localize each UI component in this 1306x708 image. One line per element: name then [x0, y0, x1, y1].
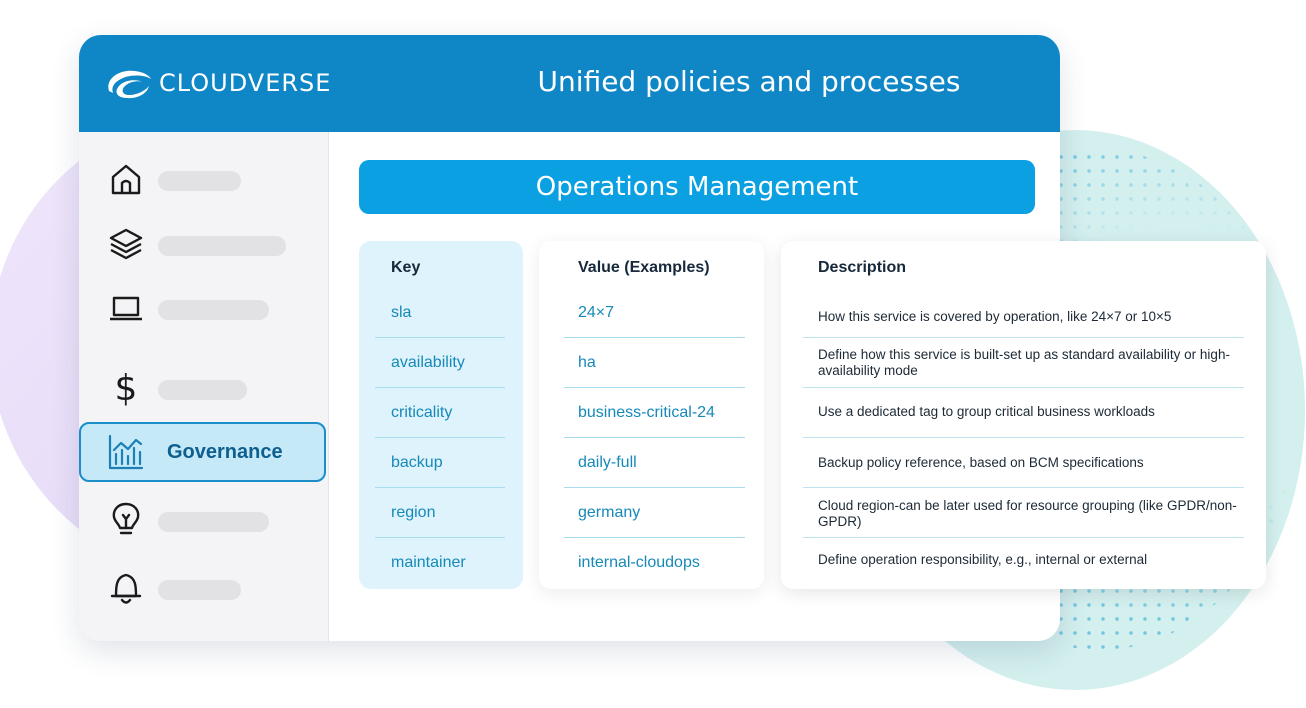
- dollar-icon: $: [114, 367, 138, 409]
- table-row: business-critical-24: [539, 388, 764, 438]
- table-row: sla: [359, 288, 523, 338]
- description-column-card: Description How this service is covered …: [781, 241, 1266, 589]
- sidebar-item-home[interactable]: [79, 149, 328, 209]
- table-row: Define operation responsibility, e.g., i…: [781, 538, 1266, 588]
- description-cell: Backup policy reference, based on BCM sp…: [818, 455, 1144, 470]
- table-row: Backup policy reference, based on BCM sp…: [781, 438, 1266, 488]
- row-divider: [375, 537, 505, 538]
- description-cell: Define operation responsibility, e.g., i…: [818, 552, 1148, 567]
- sidebar-item-label-placeholder: [158, 236, 286, 256]
- sidebar-item-ideas[interactable]: [79, 490, 328, 550]
- key-cell: backup: [391, 454, 443, 471]
- key-cell: sla: [391, 304, 412, 321]
- key-column-card: Key sla availability criticality backup …: [359, 241, 523, 589]
- sidebar-item-notifications[interactable]: [79, 558, 328, 618]
- description-cell: Cloud region-can be later used for resou…: [818, 498, 1237, 529]
- bell-icon: [106, 568, 146, 608]
- row-divider: [375, 387, 505, 388]
- key-cell: maintainer: [391, 554, 466, 571]
- brand-name: CLOUDVERSE: [159, 69, 332, 97]
- column-header-value: Value (Examples): [578, 259, 710, 276]
- app-header: CLOUDVERSE Unified policies and processe…: [79, 35, 1060, 132]
- row-divider: [803, 387, 1244, 388]
- value-column-card: Value (Examples) 24×7 ha business-critic…: [539, 241, 764, 589]
- key-cell: region: [391, 504, 436, 521]
- row-divider: [564, 487, 745, 488]
- value-cell: internal-cloudops: [578, 554, 700, 571]
- table-row: How this service is covered by operation…: [781, 288, 1266, 338]
- sidebar-item-label-placeholder: [158, 580, 241, 600]
- lightbulb-icon: [106, 500, 146, 540]
- row-divider: [375, 437, 505, 438]
- description-cell: Use a dedicated tag to group critical bu…: [818, 404, 1155, 419]
- row-divider: [803, 487, 1244, 488]
- table-row: Define how this service is built-set up …: [781, 338, 1266, 388]
- table-row: 24×7: [539, 288, 764, 338]
- sidebar-item-label: Governance: [167, 441, 283, 463]
- table-row: backup: [359, 438, 523, 488]
- table-row: daily-full: [539, 438, 764, 488]
- sidebar-item-governance[interactable]: Governance: [79, 422, 326, 482]
- row-divider: [564, 337, 745, 338]
- sidebar: $ Governance: [79, 132, 329, 641]
- layers-icon: [106, 224, 146, 264]
- sidebar-item-devices[interactable]: [79, 278, 328, 338]
- table-row: Use a dedicated tag to group critical bu…: [781, 388, 1266, 438]
- key-cell: criticality: [391, 404, 453, 421]
- table-row: internal-cloudops: [539, 538, 764, 588]
- sidebar-item-label-placeholder: [158, 300, 269, 320]
- description-cell: Define how this service is built-set up …: [818, 347, 1230, 378]
- row-divider: [803, 337, 1244, 338]
- cloudverse-logo-icon: [108, 70, 151, 99]
- key-cell: availability: [391, 354, 465, 371]
- table-row: criticality: [359, 388, 523, 438]
- table-row: maintainer: [359, 538, 523, 588]
- row-divider: [375, 487, 505, 488]
- sidebar-item-billing[interactable]: $: [79, 358, 328, 418]
- page-title: Unified policies and processes: [537, 65, 961, 98]
- table-row: Cloud region-can be later used for resou…: [781, 488, 1266, 538]
- brand-logo[interactable]: CLOUDVERSE: [103, 65, 331, 101]
- table-row: germany: [539, 488, 764, 538]
- sidebar-item-layers[interactable]: [79, 214, 328, 274]
- table-row: availability: [359, 338, 523, 388]
- value-cell: ha: [578, 354, 596, 371]
- row-divider: [564, 387, 745, 388]
- sidebar-item-label-placeholder: [158, 171, 241, 191]
- value-cell: 24×7: [578, 304, 615, 321]
- sidebar-item-label-placeholder: [158, 512, 269, 532]
- chart-icon: [106, 432, 146, 472]
- row-divider: [803, 537, 1244, 538]
- table-row: region: [359, 488, 523, 538]
- value-cell: daily-full: [578, 454, 637, 471]
- row-divider: [803, 437, 1244, 438]
- value-cell: business-critical-24: [578, 404, 715, 421]
- row-divider: [564, 537, 745, 538]
- table-row: ha: [539, 338, 764, 388]
- description-cell: How this service is covered by operation…: [818, 309, 1172, 324]
- laptop-icon: [106, 288, 146, 328]
- section-title-banner: Operations Management: [359, 160, 1035, 214]
- column-header-description: Description: [818, 259, 907, 276]
- value-cell: germany: [578, 504, 641, 521]
- column-header-key: Key: [391, 259, 421, 276]
- row-divider: [375, 337, 505, 338]
- sidebar-item-label-placeholder: [158, 380, 247, 400]
- row-divider: [564, 437, 745, 438]
- home-icon: [106, 159, 146, 199]
